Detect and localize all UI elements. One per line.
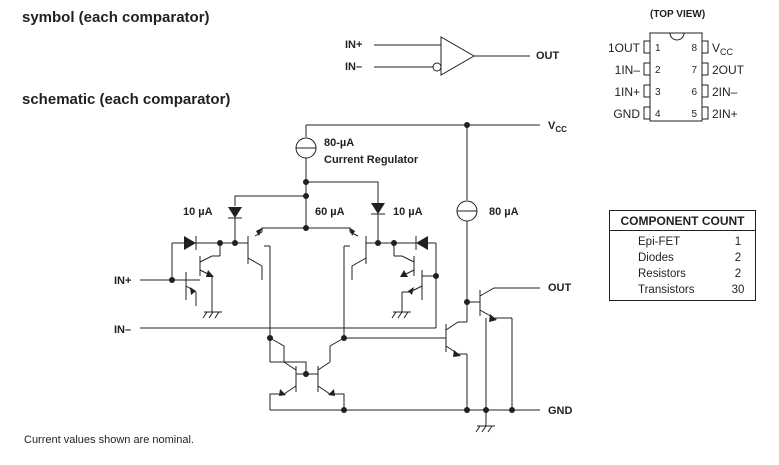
left-diode-icon bbox=[228, 207, 242, 218]
package-body bbox=[649, 32, 703, 122]
pin-lead bbox=[643, 106, 651, 120]
component-count-value: 30 bbox=[731, 284, 745, 296]
schematic-out-label: OUT bbox=[548, 282, 572, 294]
pin-lead bbox=[701, 84, 709, 98]
pin-label: 1IN– bbox=[615, 63, 641, 77]
schematic-gnd-label: GND bbox=[548, 405, 573, 417]
pin-number: 6 bbox=[691, 87, 697, 98]
pin-lead bbox=[701, 40, 709, 54]
pin-lead bbox=[643, 40, 651, 54]
comparator-triangle-icon bbox=[440, 36, 476, 76]
pin-number: 2 bbox=[655, 65, 661, 76]
component-row: Transistors 30 bbox=[610, 282, 755, 298]
symbol-heading: symbol (each comparator) bbox=[22, 9, 210, 26]
input-plus-diode-icon bbox=[184, 236, 196, 250]
pin-label: 2OUT bbox=[712, 63, 745, 77]
schematic-heading: schematic (each comparator) bbox=[22, 91, 231, 108]
component-name: Resistors bbox=[638, 268, 686, 280]
pin-label: GND bbox=[613, 107, 640, 121]
component-count-value: 2 bbox=[734, 268, 742, 280]
left-diode-current-label: 10 µA bbox=[183, 206, 213, 218]
pin-lead bbox=[701, 106, 709, 120]
pin-number: 4 bbox=[655, 109, 661, 120]
pin-number: 5 bbox=[691, 109, 697, 120]
schematic-in-plus-label: IN+ bbox=[114, 275, 131, 287]
component-name: Diodes bbox=[638, 252, 674, 264]
vcc-label: VCC bbox=[548, 120, 567, 134]
footnote: Current values shown are nominal. bbox=[24, 434, 194, 446]
symbol-out-label: OUT bbox=[536, 50, 560, 62]
component-name: Epi-FET bbox=[638, 236, 681, 248]
pin-number: 3 bbox=[655, 87, 661, 98]
comparator-symbol: IN+ IN– OUT bbox=[345, 36, 560, 76]
input-minus-diode-icon bbox=[416, 236, 428, 250]
pin-label: 2IN+ bbox=[712, 107, 738, 121]
regulator-label: Current Regulator bbox=[324, 154, 419, 166]
output-source-current-label: 80 µA bbox=[489, 206, 519, 218]
component-name: Transistors bbox=[638, 284, 695, 296]
pin-number: 7 bbox=[691, 65, 697, 76]
pin-label: 1OUT bbox=[608, 41, 641, 55]
package-notch-icon bbox=[669, 32, 685, 41]
pin-label: 1IN+ bbox=[614, 85, 640, 99]
pin-label: VCC bbox=[712, 41, 734, 57]
pin-lead bbox=[701, 62, 709, 76]
symbol-in-minus-label: IN– bbox=[345, 61, 362, 73]
component-count-value: 1 bbox=[734, 236, 742, 248]
component-row: Diodes 2 bbox=[610, 250, 755, 266]
comparator-schematic: VCC 80-µA Current Regulator 10 µA 60 µA … bbox=[114, 120, 573, 433]
component-row: Resistors 2 bbox=[610, 266, 755, 282]
right-diode-icon bbox=[371, 203, 385, 214]
symbol-in-plus-label: IN+ bbox=[345, 39, 362, 51]
pin-lead bbox=[643, 84, 651, 98]
top-view-label: (TOP VIEW) bbox=[650, 9, 706, 20]
pin-number: 8 bbox=[691, 43, 697, 54]
schematic-in-minus-label: IN– bbox=[114, 324, 131, 336]
regulator-current-label: 80-µA bbox=[324, 137, 354, 149]
component-count-value: 2 bbox=[734, 252, 742, 264]
pin-label: 2IN– bbox=[712, 85, 738, 99]
inverting-bubble-icon bbox=[432, 62, 442, 72]
component-row: Epi-FET 1 bbox=[610, 234, 755, 250]
right-diode-current-label: 10 µA bbox=[393, 206, 423, 218]
pin-number: 1 bbox=[655, 43, 661, 54]
mid-current-label: 60 µA bbox=[315, 206, 345, 218]
component-count-title: COMPONENT COUNT bbox=[610, 211, 755, 231]
pin-lead bbox=[643, 62, 651, 76]
